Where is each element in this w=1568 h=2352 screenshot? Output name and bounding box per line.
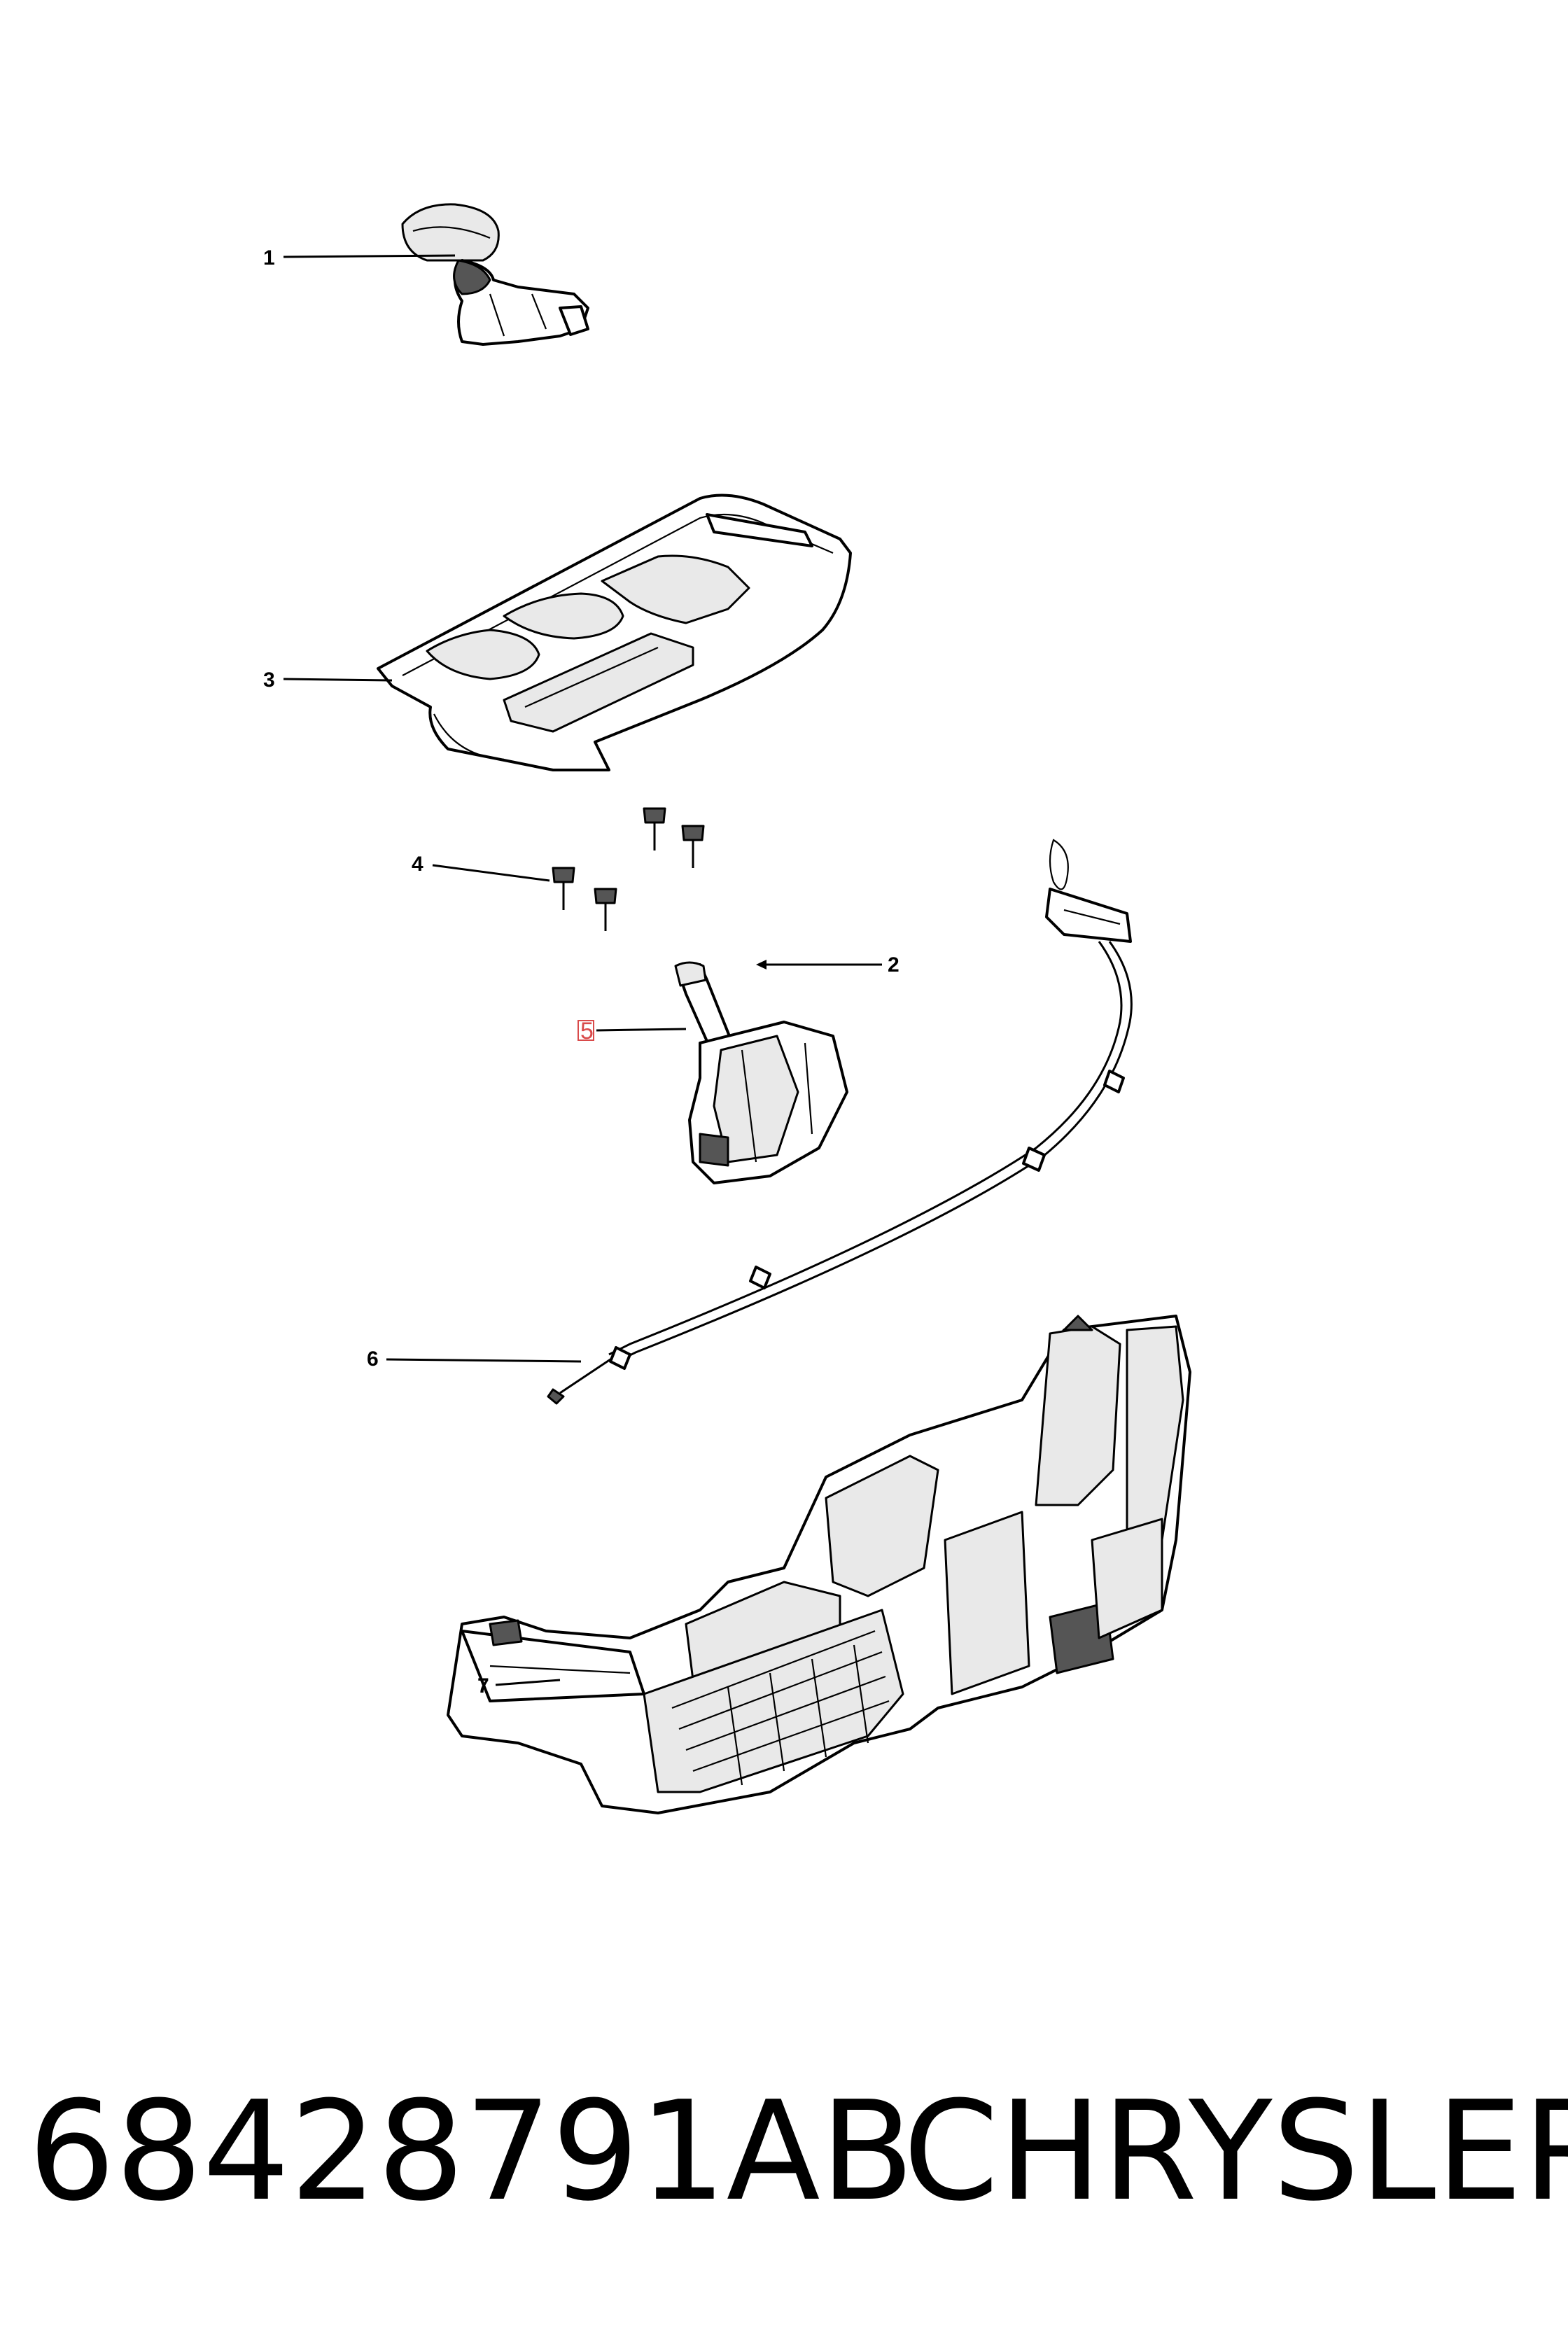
screw xyxy=(594,888,617,931)
footer-caption: 68428791AB CHRYSLER xyxy=(0,2072,1568,2240)
callout-1: 1 xyxy=(263,246,456,270)
part-2-cable xyxy=(547,839,1133,1405)
callout-6: 6 xyxy=(367,1348,582,1371)
callout-number: 7 xyxy=(477,1674,489,1698)
callout-5: 5 xyxy=(578,1018,687,1044)
part-1-shift-knob xyxy=(401,203,589,346)
callout-number: 3 xyxy=(263,668,275,692)
callout-number: 1 xyxy=(263,246,275,270)
callout-4: 4 xyxy=(412,853,550,882)
callout-highlight-box xyxy=(578,1020,594,1041)
brand-name: CHRYSLER xyxy=(903,2072,1568,2232)
part-3-console-bezel xyxy=(377,493,852,771)
callout-number: 5 xyxy=(580,1018,594,1044)
callout-7: 7 xyxy=(477,1674,561,1698)
screw xyxy=(681,825,705,868)
callout-2: 2 xyxy=(756,953,899,976)
callout-number: 4 xyxy=(412,853,424,876)
part-4-screws xyxy=(552,807,705,931)
callout-number: 2 xyxy=(888,953,899,976)
part-7-floor-console xyxy=(447,1315,1191,1814)
screw xyxy=(552,867,575,910)
callout-3: 3 xyxy=(263,668,393,692)
callout-number: 6 xyxy=(367,1348,379,1371)
screw xyxy=(643,807,666,850)
part-5-shifter-assembly xyxy=(674,961,848,1184)
part-number: 68428791AB xyxy=(28,2072,915,2232)
